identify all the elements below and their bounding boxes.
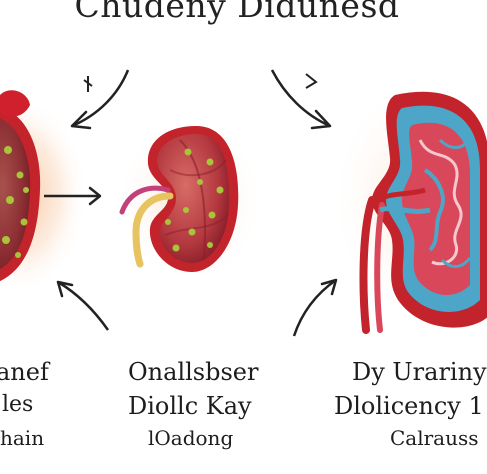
right-label-2: Dlolicency 1 bbox=[334, 392, 484, 420]
arrow-top-right bbox=[270, 69, 332, 130]
diagram-graphics bbox=[0, 69, 487, 337]
arrow-bottom-left bbox=[56, 280, 110, 331]
diagram-canvas: Chudeny Didunesd bbox=[0, 0, 487, 450]
left-label-1: anef bbox=[0, 358, 49, 386]
left-label-3: hain bbox=[0, 426, 45, 450]
center-kidney bbox=[115, 115, 265, 285]
right-kidney bbox=[330, 80, 487, 334]
center-label-3: lOadong bbox=[148, 426, 234, 450]
left-label-2: les bbox=[2, 392, 34, 417]
arrow-middle-right bbox=[44, 186, 102, 206]
arrow-bottom-right bbox=[292, 278, 338, 337]
left-kidney bbox=[0, 90, 88, 295]
center-label-2: Diollc Kay bbox=[128, 392, 252, 420]
right-label-1: Dy Urariny bbox=[352, 358, 487, 386]
right-label-3: Calrauss bbox=[390, 426, 479, 450]
diagram-title: Chudeny Didunesd bbox=[74, 0, 400, 25]
arrow-top-left bbox=[70, 69, 130, 130]
center-label-1: Onallsbser bbox=[128, 358, 259, 386]
